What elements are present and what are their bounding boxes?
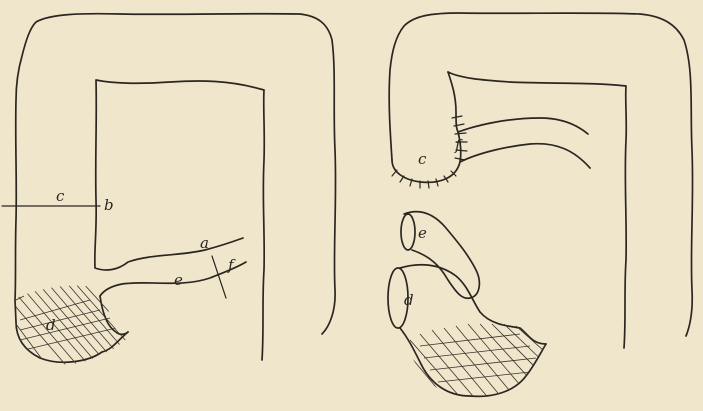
left-label-d: d: [46, 316, 56, 334]
left-label-f: f: [227, 256, 236, 274]
left-label-e: e: [174, 271, 183, 289]
right-tube-e-opening: [401, 214, 415, 250]
right-colon-inner-wall: [448, 72, 626, 348]
right-label-e: e: [418, 224, 427, 242]
right-tube-d-lower-wall: [400, 328, 546, 396]
right-label-c: c: [418, 150, 427, 168]
right-tube-e-wall: [404, 212, 479, 299]
left-label-b: b: [104, 196, 114, 214]
right-tube-d-upper-wall: [400, 265, 546, 344]
right-stump-upper-wall: [448, 72, 458, 132]
right-label-d: d: [404, 291, 414, 309]
left-label-c: c: [56, 187, 65, 205]
left-panel: c b a e f d: [2, 14, 336, 370]
right-hatched-region-d: [410, 324, 552, 404]
right-panel: c f e d: [388, 13, 693, 404]
left-label-a: a: [200, 234, 209, 252]
right-stump-c-wall: [392, 132, 461, 182]
left-hatched-region-d: [10, 282, 142, 370]
right-colon-outer-wall: [389, 13, 692, 336]
right-ileum-upper-wall: [458, 118, 588, 134]
left-colon-inner-wall: [95, 80, 264, 360]
right-ileum-lower-wall: [460, 144, 590, 168]
right-label-f: f: [454, 136, 463, 154]
